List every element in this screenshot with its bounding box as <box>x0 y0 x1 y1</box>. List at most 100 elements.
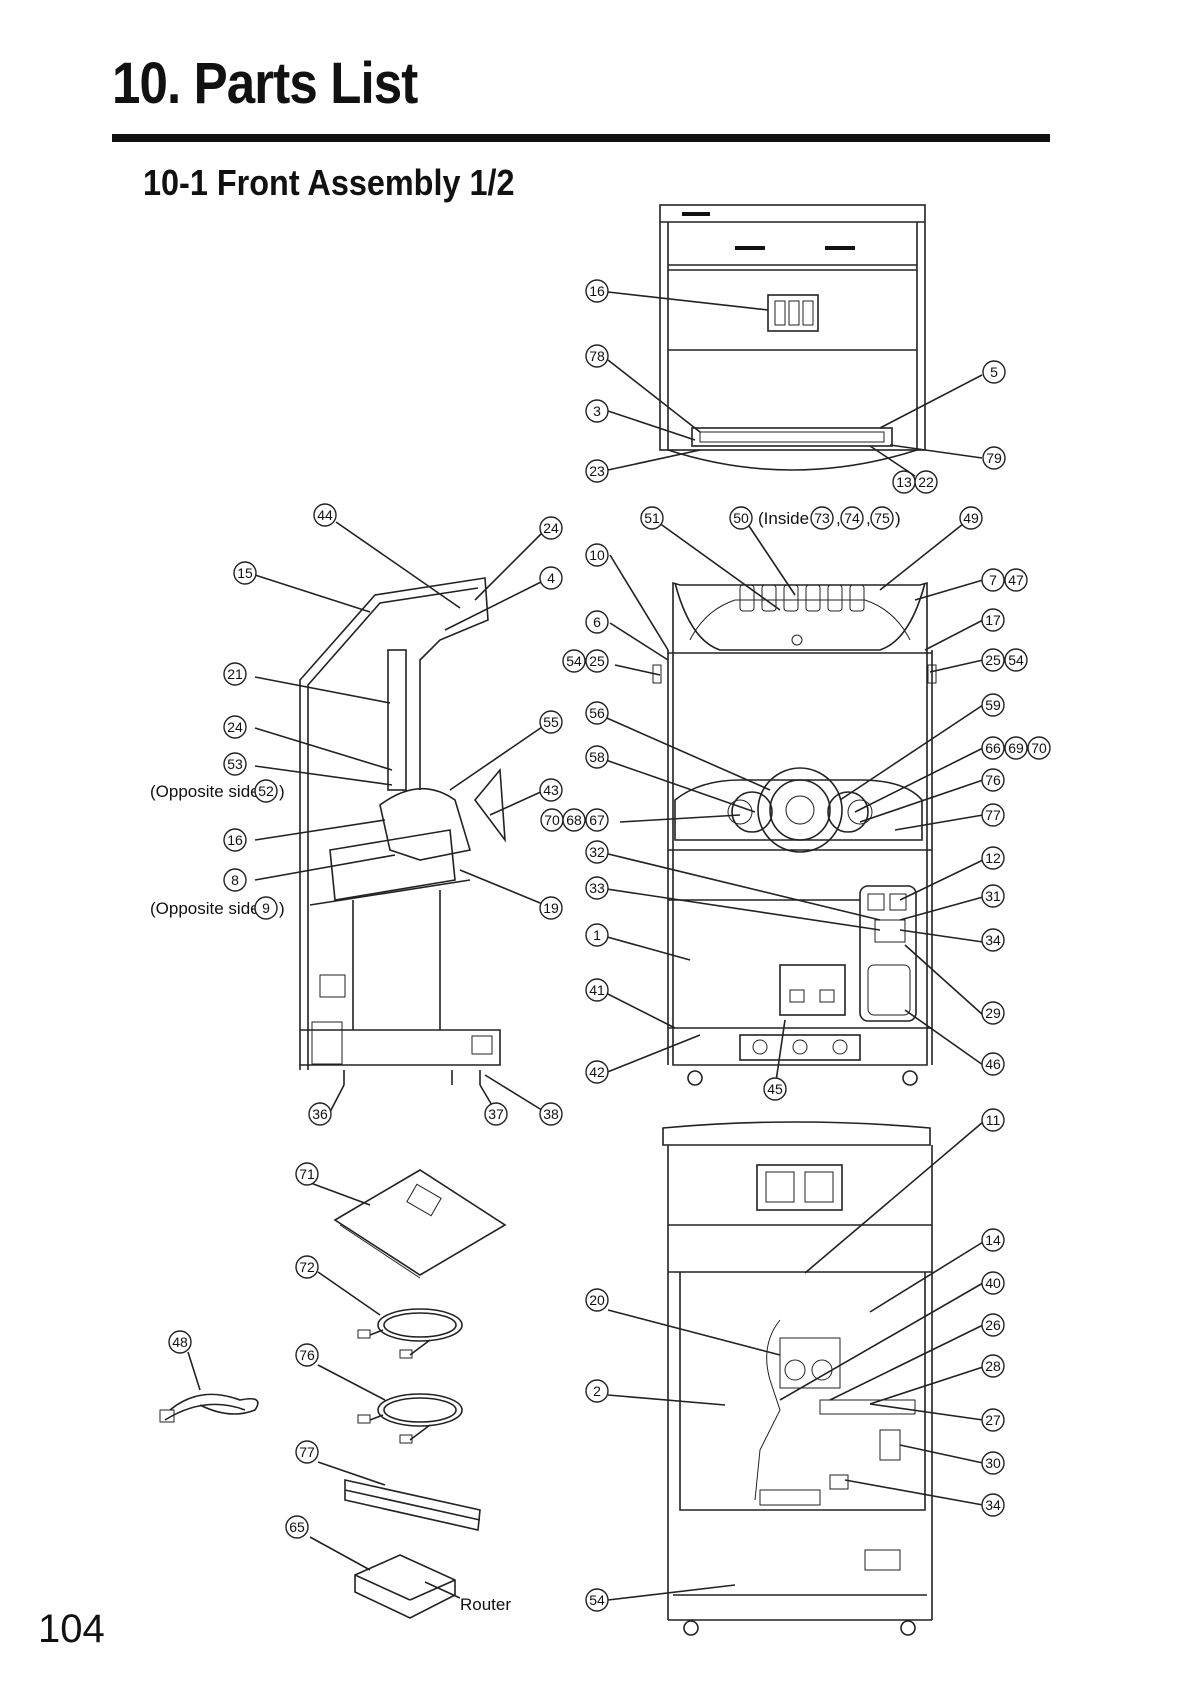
callout-67: 69 <box>1004 736 1028 760</box>
title-rule <box>112 134 1050 142</box>
svg-text:17: 17 <box>985 612 1001 628</box>
callout-15: 15 <box>233 561 257 585</box>
svg-text:27: 27 <box>985 1412 1001 1428</box>
callout-24: 24 <box>223 715 247 739</box>
svg-text:75: 75 <box>874 510 890 526</box>
callout-76: 76 <box>981 768 1005 792</box>
svg-text:43: 43 <box>543 782 559 798</box>
callout-62: 65 <box>285 1515 309 1539</box>
router-label: Router <box>460 1595 511 1614</box>
svg-text:8: 8 <box>231 872 239 888</box>
callout-5: 5 <box>982 360 1006 384</box>
callout-68: 70 <box>1027 736 1051 760</box>
svg-text:21: 21 <box>227 666 243 682</box>
callout-64: 66 <box>981 736 1005 760</box>
callout-69: 71 <box>295 1162 319 1186</box>
callout-18: 17 <box>981 608 1005 632</box>
callout-11: 11 <box>981 1108 1005 1132</box>
callout-21: 21 <box>223 662 247 686</box>
callout-40: 38 <box>539 1102 563 1126</box>
callout-22: 22 <box>914 470 938 494</box>
svg-text:46: 46 <box>985 1056 1001 1072</box>
callout-41: 40 <box>981 1271 1005 1295</box>
svg-text:28: 28 <box>985 1358 1001 1374</box>
svg-text:67: 67 <box>589 812 605 828</box>
svg-text:32: 32 <box>589 844 605 860</box>
callout-42: 41 <box>585 978 609 1002</box>
svg-text:70: 70 <box>1031 740 1047 756</box>
svg-text:59: 59 <box>985 697 1001 713</box>
page-number: 104 <box>38 1607 105 1651</box>
callout-27: 27 <box>981 1408 1005 1432</box>
inside-note-prefix: (Inside <box>758 509 809 528</box>
svg-text:54: 54 <box>1008 652 1024 668</box>
svg-text:76: 76 <box>985 772 1001 788</box>
upper-cabinet-view <box>659 204 926 471</box>
callout-24-top: 24 <box>539 516 563 540</box>
callout-66: 68 <box>562 808 586 832</box>
page-title: 10. Parts List <box>112 51 418 116</box>
callout-52: 51 <box>640 506 664 530</box>
svg-text:22: 22 <box>918 474 934 490</box>
svg-text:,: , <box>836 509 841 528</box>
callout-3: 3 <box>585 399 609 423</box>
callout-55: 54 <box>562 649 586 673</box>
svg-text:38: 38 <box>543 1106 559 1122</box>
svg-text:77: 77 <box>985 807 1001 823</box>
callout-46: 45 <box>763 1077 787 1101</box>
callout-55-right: 54 <box>1004 648 1028 672</box>
svg-text:14: 14 <box>985 1232 1001 1248</box>
svg-text:25: 25 <box>589 653 605 669</box>
callout-4: 4 <box>539 566 563 590</box>
callout-25-right: 25 <box>981 648 1005 672</box>
svg-text:55: 55 <box>543 714 559 730</box>
svg-text:53: 53 <box>227 756 243 772</box>
svg-text:54: 54 <box>589 1592 605 1608</box>
callout-68-left: 70 <box>540 808 564 832</box>
svg-text:74: 74 <box>844 510 860 526</box>
callout-51: 50 <box>729 506 753 530</box>
svg-text:25: 25 <box>985 652 1001 668</box>
callout-markers: 16 78 3 23 5 79 13 22 44 24 15 4 21 24 5… <box>168 279 1051 1612</box>
callout-14: 14 <box>981 1228 1005 1252</box>
svg-text:10: 10 <box>589 547 605 563</box>
svg-text:9: 9 <box>262 900 270 916</box>
callout-10: 10 <box>585 543 609 567</box>
leader-lines <box>187 291 984 1601</box>
svg-text:78: 78 <box>589 348 605 364</box>
callout-61: 59 <box>981 693 1005 717</box>
callout-72: 77 <box>295 1440 319 1464</box>
callout-26: 26 <box>981 1313 1005 1337</box>
callout-78: 78 <box>585 344 609 368</box>
svg-text:,: , <box>866 509 871 528</box>
svg-text:76: 76 <box>299 1347 315 1363</box>
callout-49: 48 <box>168 1330 192 1354</box>
svg-text:19: 19 <box>543 900 559 916</box>
callout-58: 55 <box>539 710 563 734</box>
svg-text:24: 24 <box>543 520 559 536</box>
callout-7: 7 <box>981 568 1005 592</box>
svg-text:48: 48 <box>172 1334 188 1350</box>
callout-17: 16 <box>585 279 609 303</box>
callout-20: 20 <box>585 1288 609 1312</box>
svg-text:13: 13 <box>896 474 912 490</box>
svg-text:26: 26 <box>985 1317 1001 1333</box>
svg-text:): ) <box>895 509 901 528</box>
svg-text:54: 54 <box>566 653 582 669</box>
callout-2: 2 <box>585 1379 609 1403</box>
svg-text:37: 37 <box>488 1106 504 1122</box>
svg-text:34: 34 <box>985 932 1001 948</box>
svg-text:7: 7 <box>989 572 997 588</box>
svg-text:11: 11 <box>986 1112 1001 1128</box>
svg-text:23: 23 <box>589 463 605 479</box>
svg-text:51: 51 <box>644 510 660 526</box>
opposite-side-note-53: (Opposite side <box>150 782 260 801</box>
svg-text:1: 1 <box>593 927 601 943</box>
svg-text:2: 2 <box>593 1383 601 1399</box>
callout-29: 29 <box>981 1001 1005 1025</box>
svg-text:41: 41 <box>589 982 605 998</box>
callout-38: 37 <box>484 1102 508 1126</box>
svg-text:): ) <box>279 899 285 918</box>
svg-text:16: 16 <box>227 832 243 848</box>
